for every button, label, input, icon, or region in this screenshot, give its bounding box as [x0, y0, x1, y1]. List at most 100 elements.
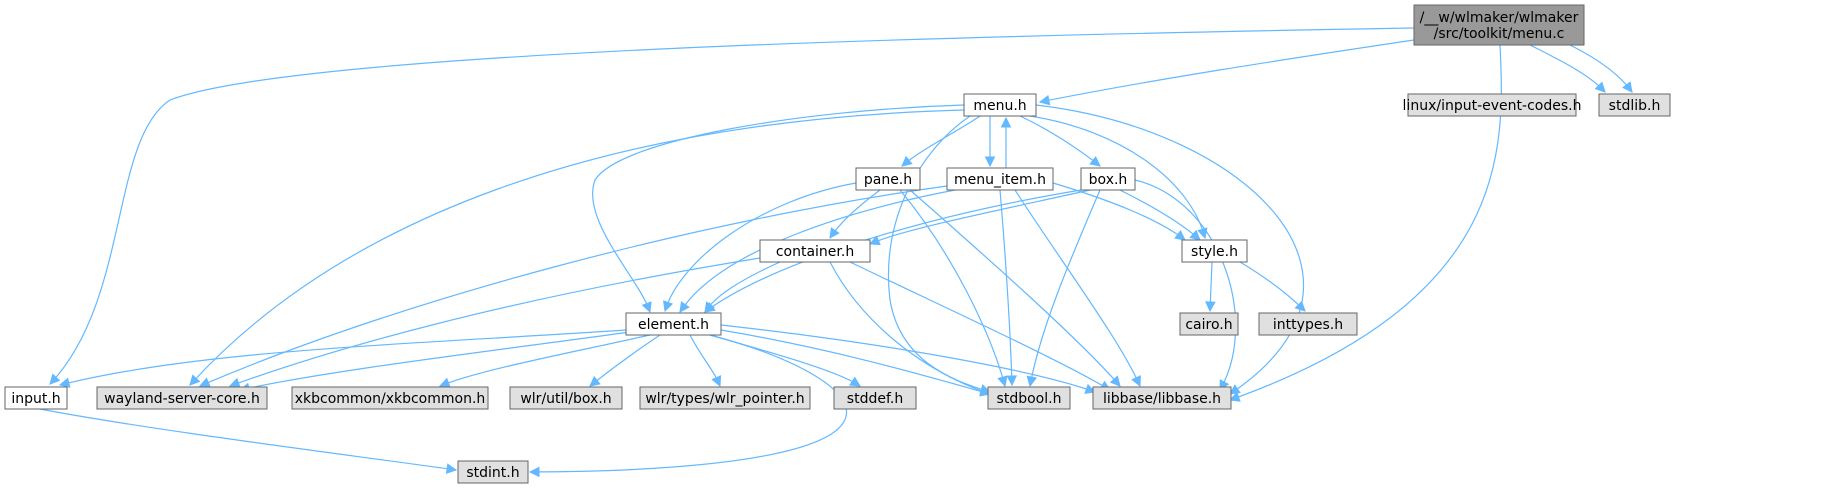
- edge-style-h-cairo-h: [1205, 261, 1216, 313]
- node-label: stdlib.h: [1609, 98, 1661, 114]
- node-label: element.h: [638, 317, 709, 333]
- edge-arrowhead-menu-h-style-h: [1197, 227, 1208, 240]
- edge-line-box-h-stdbool-h: [1029, 189, 1101, 387]
- node-wayland: wayland-server-core.h: [96, 386, 268, 410]
- edge-style-h-inttypes-h: [1239, 261, 1306, 312]
- edge-element-h-wlr-box: [589, 334, 661, 387]
- edge-menu-item-h-stdbool-h: [999, 189, 1018, 387]
- edge-arrowhead-menu-item-h-style-h: [1174, 230, 1186, 241]
- node-label: wlr/types/wlr_pointer.h: [645, 391, 804, 407]
- edge-arrowhead-menu-item-h-libbase: [1131, 375, 1141, 388]
- edge-menu-item-h-style-h: [1052, 182, 1186, 241]
- node-label: container.h: [776, 244, 854, 260]
- edge-pane-h-libbase: [909, 189, 1121, 387]
- node-label: pane.h: [864, 172, 912, 188]
- node-box: [1179, 312, 1239, 336]
- node-stdint-h: stdint.h: [457, 460, 529, 484]
- edge-arrowhead-root-menu-h: [1038, 94, 1051, 106]
- edge-line-menu-h-wayland: [189, 109, 965, 386]
- edge-line-input-h-stdint-h: [39, 408, 457, 471]
- node-box: [291, 386, 489, 410]
- edge-arrowhead-pane-h-element-h: [663, 300, 674, 313]
- node-wlr-pointer: wlr/types/wlr_pointer.h: [639, 386, 811, 410]
- edge-menu-h-style-h: [1029, 115, 1208, 240]
- node-container-h[interactable]: container.h: [759, 239, 871, 263]
- edge-line-element-h-libbase: [720, 324, 1096, 393]
- edge-line-container-h-libbase: [849, 261, 1111, 391]
- node-label: wayland-server-core.h: [104, 391, 260, 407]
- edge-layer: [39, 27, 1633, 478]
- node-box: [1258, 312, 1358, 336]
- edge-arrowhead-box-h-stdbool-h: [1026, 375, 1037, 388]
- node-box-h[interactable]: box.h: [1080, 167, 1136, 191]
- edge-menu-h-element-h: [592, 104, 965, 314]
- node-element-h[interactable]: element.h: [625, 312, 722, 336]
- node-box: [833, 386, 917, 410]
- node-input-h[interactable]: input.h: [4, 386, 68, 410]
- node-label: stdbool.h: [997, 391, 1062, 407]
- node-box: [963, 93, 1037, 117]
- edge-arrowhead-style-h-cairo-h: [1205, 301, 1216, 313]
- edge-arrowhead-container-h-wayland: [228, 377, 241, 388]
- edge-menu-h-libbase: [1035, 104, 1305, 395]
- edge-line-menu-item-h-libbase: [1014, 189, 1141, 387]
- edge-line-element-h-xkb: [439, 334, 651, 387]
- node-label: input.h: [11, 391, 60, 407]
- edge-menu-h-menu-item-h: [984, 116, 996, 168]
- edge-line-container-h-wayland: [229, 257, 761, 387]
- edge-line-root-libbase: [1229, 44, 1502, 401]
- node-label: box.h: [1089, 172, 1128, 188]
- node-box: [759, 239, 871, 263]
- node-box: [1181, 239, 1248, 263]
- node-box: [1092, 386, 1232, 410]
- node-box: [509, 386, 623, 410]
- edge-arrowhead-element-h-stddef-h: [849, 376, 861, 387]
- edge-root-linux-input: [1529, 44, 1606, 93]
- edge-arrowhead-element-h-stdint-h: [528, 466, 540, 478]
- edge-element-h-stdint-h: [528, 334, 848, 478]
- edge-arrowhead-menu-item-h-stdbool-h: [1006, 375, 1018, 387]
- node-pane-h[interactable]: pane.h: [855, 167, 921, 191]
- node-box: [987, 386, 1071, 410]
- node-root[interactable]: /__w/wlmaker/wlmaker/src/toolkit/menu.c: [1413, 4, 1585, 46]
- edge-line-root-input-h: [49, 27, 1415, 385]
- edge-box-h-stdbool-h: [1026, 189, 1101, 388]
- edge-element-h-input-h: [58, 329, 627, 388]
- node-label: stddef.h: [847, 391, 903, 407]
- edge-line-menu-item-h-wayland: [199, 185, 948, 387]
- node-style-h[interactable]: style.h: [1181, 239, 1248, 263]
- edge-arrowhead-root-input-h: [49, 373, 61, 385]
- node-stdbool-h: stdbool.h: [987, 386, 1071, 410]
- edge-line-menu-item-h-stdbool-h: [999, 189, 1013, 386]
- node-menu-h[interactable]: menu.h: [963, 93, 1037, 117]
- node-menu-item-h[interactable]: menu_item.h: [946, 167, 1054, 191]
- edge-arrowhead-menu-item-h-menu-h: [1000, 116, 1012, 128]
- edge-root-stdlib-h: [1569, 44, 1633, 93]
- edge-line-box-h-style-h: [1119, 189, 1201, 241]
- edge-root-libbase: [1228, 44, 1502, 402]
- edge-arrowhead-style-h-inttypes-h: [1294, 300, 1306, 312]
- node-libbase: libbase/libbase.h: [1092, 386, 1232, 410]
- edge-arrowhead-box-h-style-h: [1189, 229, 1201, 241]
- edge-arrowhead-menu-h-pane-h: [901, 155, 913, 167]
- node-box: [1598, 93, 1671, 117]
- edge-line-menu-item-h-style-h: [1052, 182, 1186, 241]
- edge-arrowhead-menu-h-menu-item-h: [984, 156, 996, 168]
- edge-line-pane-h-element-h: [664, 182, 857, 312]
- edge-menu-h-pane-h: [901, 115, 981, 167]
- node-wlr-box: wlr/util/box.h: [509, 386, 623, 410]
- edge-line-root-linux-input: [1529, 44, 1606, 93]
- edge-container-h-element-h: [704, 261, 781, 313]
- edge-menu-h-box-h: [1019, 115, 1101, 167]
- edge-arrowhead-element-h-input-h: [58, 377, 71, 388]
- edge-line-menu-item-h-element-h: [679, 189, 956, 313]
- edge-arrowhead-root-libbase: [1228, 391, 1241, 402]
- edge-line-element-h-stdbool-h: [720, 329, 991, 395]
- edge-line-menu-h-style-h: [1029, 115, 1206, 239]
- edge-line-root-menu-h: [1039, 39, 1415, 103]
- edge-arrowhead-element-h-xkb: [438, 377, 451, 388]
- edge-menu-item-h-libbase: [1014, 189, 1141, 388]
- edge-line-menu-h-element-h: [592, 104, 965, 313]
- node-box: [855, 167, 921, 191]
